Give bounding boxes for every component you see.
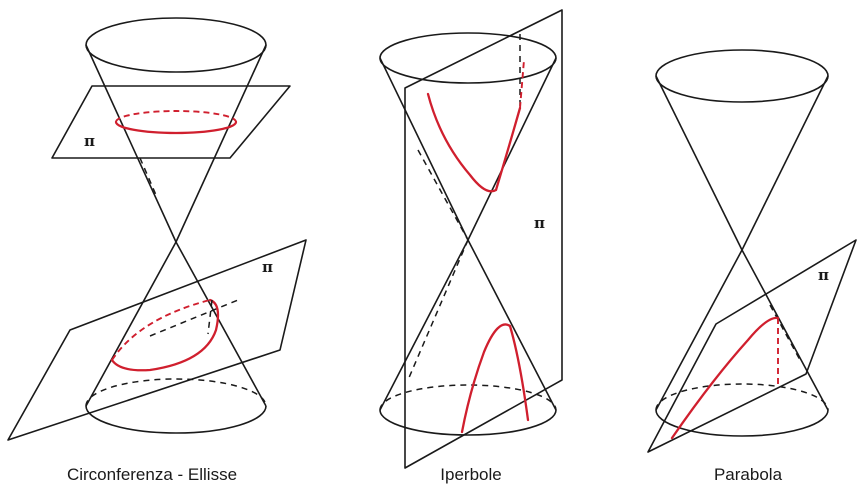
circle-section-visible <box>114 120 238 135</box>
lower-nappe-rim-visible <box>655 409 829 437</box>
lower-nappe-right-generator <box>175 241 267 407</box>
lower-nappe-rim-hidden <box>379 384 557 411</box>
upper-nappe-rim <box>655 49 829 103</box>
lower-nappe-left-generator <box>655 249 743 411</box>
circle-section-hidden <box>115 110 237 123</box>
upper-nappe-right-generator <box>741 75 829 251</box>
hidden-generator-1 <box>139 157 157 196</box>
panel-parabola: π Parabola <box>647 49 857 484</box>
lower-nappe-rim-visible <box>379 409 557 436</box>
plane-label-pi-lower: π <box>262 258 273 276</box>
upper-nappe-right-generator <box>175 44 267 243</box>
upper-nappe-left-generator <box>85 44 177 243</box>
plane-label-pi-upper: π <box>84 132 95 150</box>
lower-nappe-right-generator <box>741 249 829 411</box>
upper-nappe-right-generator <box>467 57 557 241</box>
hyperbola-upper-branch <box>426 92 522 193</box>
vertical-plane <box>404 9 563 469</box>
ellipse-generator-hidden <box>207 299 213 335</box>
lower-nappe-right-generator <box>467 239 557 411</box>
tilted-plane <box>7 239 307 441</box>
lower-nappe-left-generator <box>85 241 177 407</box>
plane-label-pi: π <box>818 266 829 284</box>
panel-circle-ellipse: π π Circonferenza - Ellisse <box>7 17 307 484</box>
tilted-plane-hidden-edge <box>149 299 239 337</box>
lower-nappe-left-generator <box>379 239 469 411</box>
hyperbola-upper-branch-hidden <box>519 59 525 109</box>
horizontal-plane <box>51 85 291 159</box>
caption-parabola: Parabola <box>714 465 783 484</box>
plane-label-pi: π <box>534 214 545 232</box>
upper-nappe-rim <box>85 17 267 73</box>
lower-nappe-rim-visible <box>85 405 267 434</box>
panel-hyperbola: π Iperbole <box>379 9 563 484</box>
parabola-plane <box>647 239 857 453</box>
hyperbola-lower-branch <box>460 323 530 434</box>
lower-nappe-rim-hidden <box>655 383 829 411</box>
hidden-generator <box>769 304 801 361</box>
hidden-generator-b <box>407 239 469 381</box>
caption-hyperbola: Iperbole <box>440 465 501 484</box>
upper-nappe-left-generator <box>655 75 743 251</box>
upper-nappe-left-generator <box>379 57 469 241</box>
upper-nappe-rim <box>379 32 557 84</box>
ellipse-section-visible <box>110 298 220 372</box>
caption-circle-ellipse: Circonferenza - Ellisse <box>67 465 237 484</box>
ellipse-section-hidden <box>111 299 211 361</box>
parabola-curve <box>670 316 780 440</box>
lower-nappe-rim-hidden <box>85 378 267 407</box>
